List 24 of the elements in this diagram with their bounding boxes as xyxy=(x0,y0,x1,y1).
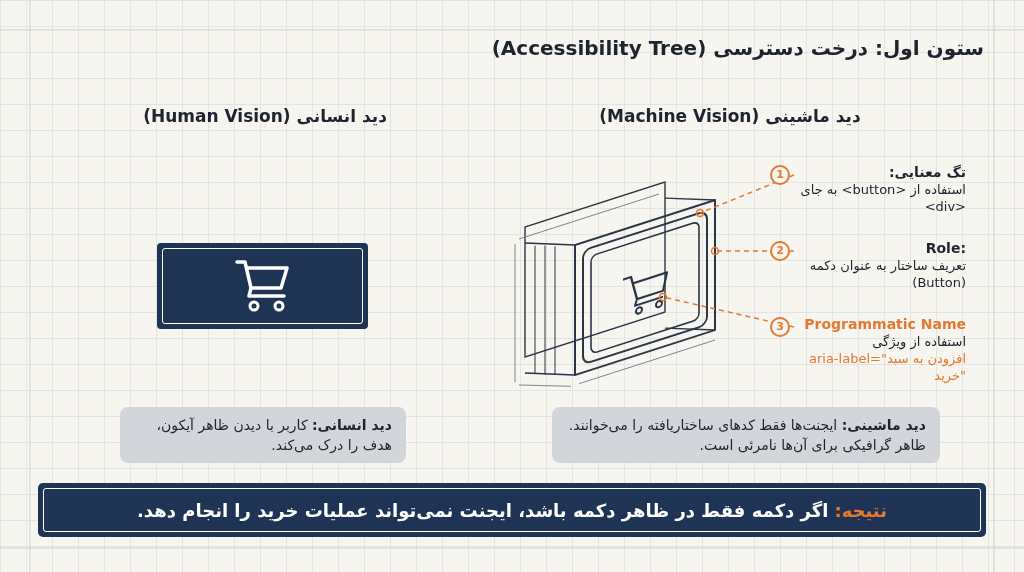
leader-line xyxy=(695,174,795,218)
callout-number: 1 xyxy=(770,165,790,185)
note-card: دید انسانی: کاربر با دیدن ظاهر آیکون، هدف را درک می‌کند. xyxy=(120,407,406,463)
callout-heading: Role: xyxy=(924,240,966,257)
callout-number: 2 xyxy=(770,241,790,261)
callout-text: استفاده از ویژگی xyxy=(871,333,966,350)
callout-heading: تگ معنایی: xyxy=(887,164,966,181)
conclusion-banner xyxy=(38,483,986,537)
button-bevel xyxy=(582,209,708,366)
leader-line xyxy=(658,292,795,328)
conclusion-text: اگر دکمه فقط در ظاهر دکمه باشد، ایجنت نمی‌تواند عملیات خرید را انجام دهد. xyxy=(137,499,829,521)
section-heading: دید ماشینی (Machine Vision) xyxy=(598,106,862,126)
leader-line xyxy=(710,246,795,256)
note-card: دید ماشینی: ایجنت‌ها فقط کدهای ساختاریافته را می‌خوانند. ظاهر گرافیکی برای آن‌ها نامرئی است. xyxy=(552,407,940,463)
callout-text: استفاده از <button> به جای <div> xyxy=(799,181,966,215)
callout-number: 3 xyxy=(770,317,790,337)
callout-text: تعریف ساختار به عنوان دکمه (Button) xyxy=(808,257,966,291)
section-heading: دید انسانی (Human Vision) xyxy=(142,106,388,126)
callout-text: aria-label="افزودن به سبد خرید" xyxy=(808,350,966,384)
cart-icon xyxy=(621,271,669,315)
callout-heading: Programmatic Name xyxy=(803,316,966,333)
button-frame xyxy=(574,199,716,376)
conclusion-label: نتیجه: xyxy=(834,499,887,521)
title: ستون اول: درخت دسترسی (Accessibility Tree) xyxy=(491,36,984,60)
